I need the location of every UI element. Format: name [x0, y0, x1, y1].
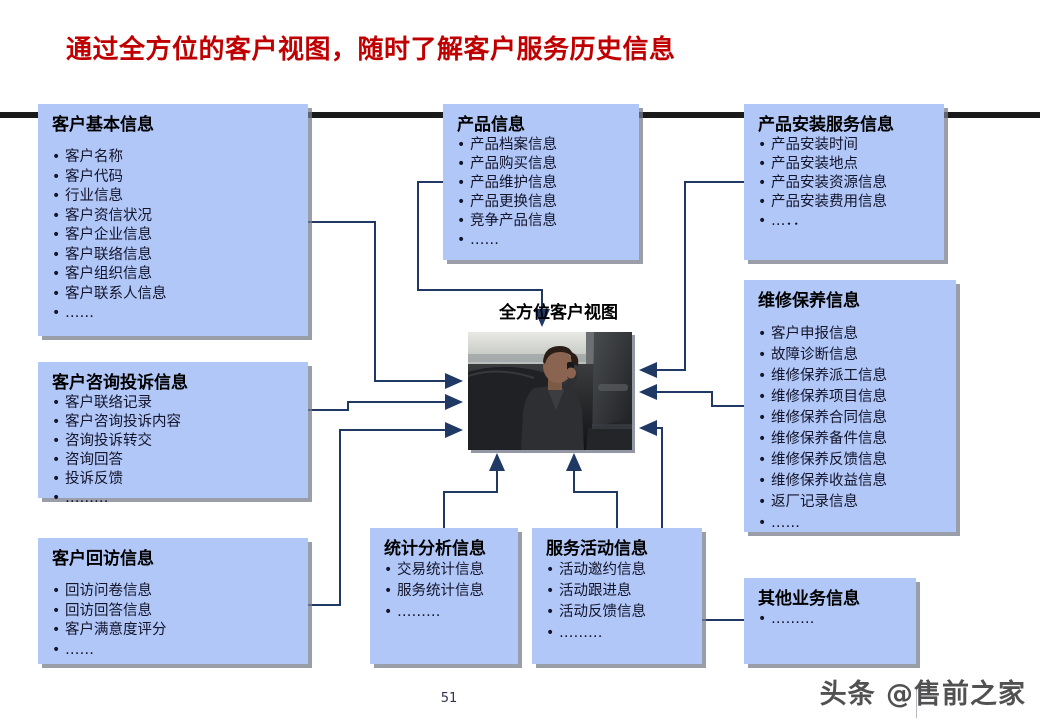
list-item: ……… [758, 610, 902, 630]
list-item: 维修保养备件信息 [758, 429, 942, 450]
center-view-label: 全方位客户视图 [499, 303, 618, 323]
box-customer-consult[interactable]: 客户咨询投诉信息 客户联络记录 客户咨询投诉内容 咨询投诉转交 咨询回答 投诉反… [38, 362, 308, 508]
list-item: 咨询投诉转交 [52, 432, 294, 451]
list-item: 维修保养反馈信息 [758, 450, 942, 471]
box-bullet-list: 客户申报信息 故障诊断信息 维修保养派工信息 维修保养项目信息 维修保养合同信息… [758, 324, 942, 534]
box-bullet-list: ……… [758, 610, 902, 630]
box-title: 产品信息 [457, 115, 525, 135]
list-item: 客户咨询投诉内容 [52, 413, 294, 432]
list-item: 客户满意度评分 [52, 621, 294, 641]
list-item: 服务统计信息 [384, 581, 504, 602]
box-bullet-list: 交易统计信息 服务统计信息 ……… [384, 560, 504, 623]
watermark-text: 头条 @售前之家 [819, 679, 1026, 710]
list-item: 活动反馈信息 [546, 602, 688, 623]
list-item: 客户代码 [52, 168, 294, 188]
list-item: 产品更换信息 [457, 193, 625, 212]
list-item: 产品安装时间 [758, 136, 930, 155]
list-item: …… [758, 513, 942, 534]
box-title: 维修保养信息 [758, 291, 860, 311]
list-item: 维修保养收益信息 [758, 471, 942, 492]
box-title: 客户回访信息 [52, 549, 154, 569]
list-item: 维修保养合同信息 [758, 408, 942, 429]
list-item: 维修保养派工信息 [758, 366, 942, 387]
box-title: 服务活动信息 [546, 539, 648, 559]
box-title: 产品安装服务信息 [758, 115, 894, 135]
list-item: 客户资信状况 [52, 207, 294, 227]
list-item: 客户联系人信息 [52, 285, 294, 305]
box-bullet-list: 客户联络记录 客户咨询投诉内容 咨询投诉转交 咨询回答 投诉反馈 ……… [52, 394, 294, 508]
list-item: 竞争产品信息 [457, 212, 625, 231]
page-title: 通过全方位的客户视图，随时了解客户服务历史信息 [66, 35, 676, 65]
list-item: 投诉反馈 [52, 470, 294, 489]
box-title: 统计分析信息 [384, 539, 486, 559]
list-item: …… [457, 231, 625, 250]
list-item: 产品档案信息 [457, 136, 625, 155]
box-product-info[interactable]: 产品信息 产品档案信息 产品购买信息 产品维护信息 产品更换信息 竞争产品信息 … [443, 104, 639, 260]
box-bullet-list: 产品档案信息 产品购买信息 产品维护信息 产品更换信息 竞争产品信息 …… [457, 136, 625, 250]
box-title: 客户咨询投诉信息 [52, 373, 188, 393]
list-item: 产品安装地点 [758, 155, 930, 174]
list-item: …．． [758, 212, 930, 231]
list-item: ……… [546, 623, 688, 644]
box-other-business[interactable]: 其他业务信息 ……… [744, 578, 916, 664]
list-item: 交易统计信息 [384, 560, 504, 581]
page-number: 51 [440, 691, 458, 706]
list-item: 产品安装资源信息 [758, 174, 930, 193]
box-product-install[interactable]: 产品安装服务信息 产品安装时间 产品安装地点 产品安装资源信息 产品安装费用信息… [744, 104, 944, 260]
list-item: 咨询回答 [52, 451, 294, 470]
box-bullet-list: 产品安装时间 产品安装地点 产品安装资源信息 产品安装费用信息 …．． [758, 136, 930, 231]
list-item: 回访回答信息 [52, 602, 294, 622]
title-bar: 通过全方位的客户视图，随时了解客户服务历史信息 [0, 30, 1040, 118]
customer-photo [468, 332, 632, 450]
box-service-activity[interactable]: 服务活动信息 活动邀约信息 活动跟进息 活动反馈信息 ……… [532, 528, 702, 664]
list-item: 故障诊断信息 [758, 345, 942, 366]
list-item: 产品维护信息 [457, 174, 625, 193]
list-item: 客户企业信息 [52, 226, 294, 246]
list-item: 活动跟进息 [546, 581, 688, 602]
list-item: 维修保养项目信息 [758, 387, 942, 408]
list-item: 活动邀约信息 [546, 560, 688, 581]
list-item: 产品购买信息 [457, 155, 625, 174]
box-bullet-list: 客户名称 客户代码 行业信息 客户资信状况 客户企业信息 客户联络信息 客户组织… [52, 148, 294, 324]
box-maintenance[interactable]: 维修保养信息 客户申报信息 故障诊断信息 维修保养派工信息 维修保养项目信息 维… [744, 280, 956, 534]
list-item: ……… [384, 602, 504, 623]
list-item: …… [52, 304, 294, 324]
box-bullet-list: 活动邀约信息 活动跟进息 活动反馈信息 ……… [546, 560, 688, 644]
watermark-tick-mark [916, 690, 917, 718]
list-item: 客户联络记录 [52, 394, 294, 413]
box-bullet-list: 回访问卷信息 回访回答信息 客户满意度评分 …… [52, 582, 294, 660]
list-item: 客户名称 [52, 148, 294, 168]
list-item: ……… [52, 489, 294, 508]
box-customer-basic[interactable]: 客户基本信息 客户名称 客户代码 行业信息 客户资信状况 客户企业信息 客户联络… [38, 104, 308, 336]
box-title: 其他业务信息 [758, 589, 860, 609]
box-customer-revisit[interactable]: 客户回访信息 回访问卷信息 回访回答信息 客户满意度评分 …… [38, 538, 308, 664]
list-item: 客户联络信息 [52, 246, 294, 266]
box-title: 客户基本信息 [52, 115, 154, 135]
list-item: 客户申报信息 [758, 324, 942, 345]
list-item: …… [52, 641, 294, 661]
box-statistics[interactable]: 统计分析信息 交易统计信息 服务统计信息 ……… [370, 528, 518, 664]
list-item: 行业信息 [52, 187, 294, 207]
list-item: 返厂记录信息 [758, 492, 942, 513]
list-item: 客户组织信息 [52, 265, 294, 285]
list-item: 回访问卷信息 [52, 582, 294, 602]
list-item: 产品安装费用信息 [758, 193, 930, 212]
